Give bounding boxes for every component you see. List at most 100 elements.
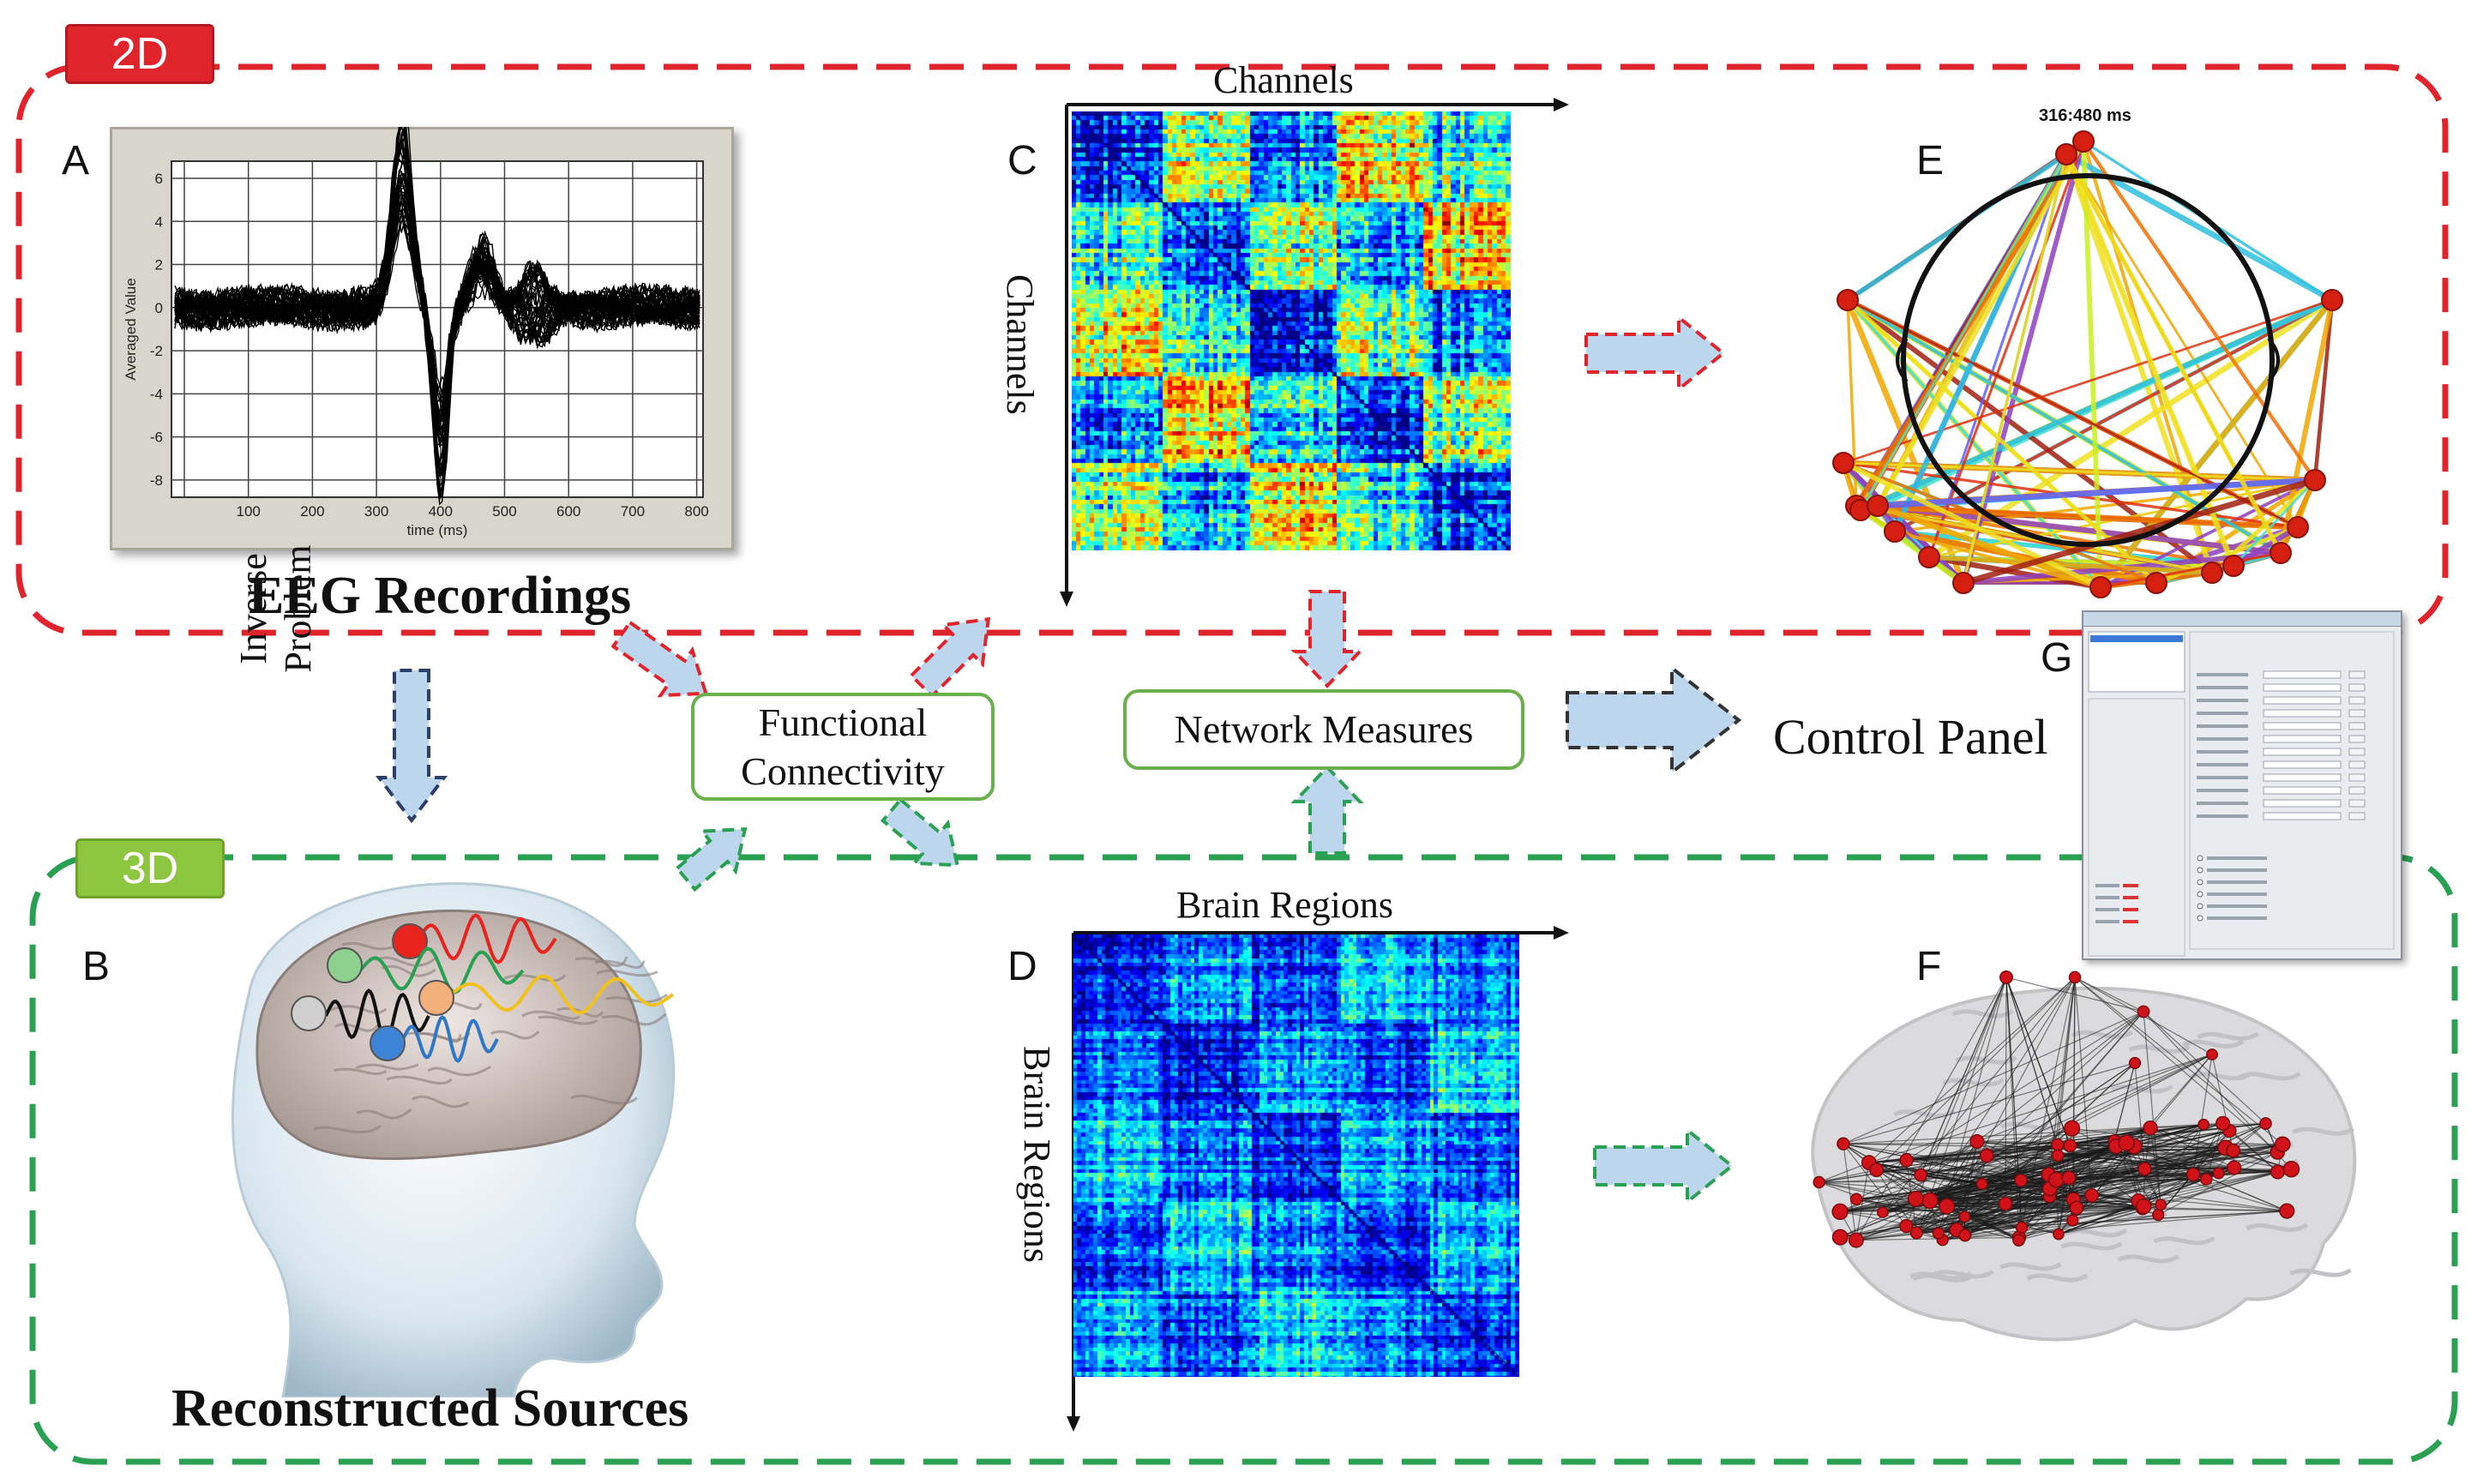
topo-edge [2065, 153, 2300, 528]
g-row-label [2197, 686, 2248, 689]
g-stat-label [2095, 896, 2119, 899]
panel-label-d: D [1007, 944, 1037, 989]
topo-time-label: 316:480 ms [2039, 106, 2131, 125]
g-row-slider [2263, 709, 2342, 718]
brain-3d-gyrus [1955, 1055, 2017, 1065]
g-row-label [2197, 750, 2248, 754]
brain-3d-gyrus [2239, 1072, 2301, 1081]
brain-3d-node [2137, 1162, 2152, 1176]
brain-3d-edge [1840, 1145, 2071, 1238]
brain-3d-edge [1819, 1162, 1870, 1183]
brain-3d-node [1979, 1148, 1994, 1163]
arrow-sources-to-fc [674, 827, 748, 892]
eeg-trace [174, 209, 700, 406]
topo-edge [1855, 503, 1965, 586]
brain-3d-edge [1906, 1151, 2278, 1161]
brain-3d-edge [1906, 1207, 2077, 1227]
brain-3d-edge [1843, 1062, 2136, 1145]
brain-fold [596, 969, 658, 977]
panel-label-c: C [1007, 138, 1037, 183]
topo-edge [1927, 153, 2068, 558]
sources-caption: Reconstructed Sources [171, 1379, 689, 1438]
brain-3d-edge [1906, 1144, 2283, 1227]
g-row-button [2348, 760, 2366, 769]
brain-3d-node [2118, 1134, 2135, 1151]
eeg-trace [174, 216, 700, 394]
g-row-button [2348, 735, 2366, 743]
brain-3d-node [2259, 1117, 2272, 1130]
g-row-button [2348, 722, 2366, 730]
brain-3d-edge [2056, 1151, 2278, 1181]
topo-edge [1876, 502, 2102, 591]
eeg-xtick: 100 [237, 503, 261, 520]
brain-3d-edge [1976, 1011, 2144, 1143]
brain-3d-edge [1927, 1062, 2136, 1203]
topo-edge [2064, 153, 2283, 555]
eeg-xtick: 300 [364, 503, 388, 520]
brain-3d-node [2282, 1160, 2300, 1178]
brain-3d-edge [2113, 1062, 2136, 1141]
g-stat-value [2123, 908, 2138, 911]
brain-3d-gyrus [1999, 1262, 2062, 1271]
brain-fold [414, 1032, 462, 1043]
brain-3d-node [1837, 1137, 1850, 1151]
brain-fold [376, 956, 437, 967]
arrow-matrix-c-to-topo-shape [1584, 314, 1727, 393]
source-signal-wave [358, 946, 525, 994]
brain-3d-edge [2157, 1151, 2278, 1216]
g-row-label [2197, 699, 2248, 702]
topo-edge [2063, 153, 2237, 568]
eeg-ytick: 4 [155, 213, 163, 230]
brain-3d-node [1914, 1168, 1928, 1182]
brain-fold [386, 1075, 453, 1085]
brain-3d-edge [1921, 1145, 2071, 1176]
g-stat-label [2095, 908, 2119, 911]
brain-3d-edge [1964, 1130, 2230, 1236]
brain-3d-edge [1855, 1163, 1870, 1241]
brain-3d-edge [2143, 1011, 2292, 1170]
topo-electrode-node [2287, 516, 2309, 538]
topo-electrode-node [2304, 469, 2326, 491]
brain-3d-node [2068, 970, 2082, 984]
brain-3d-edge [2005, 976, 2020, 1238]
arrow-inverse-problem [375, 669, 448, 824]
eeg-xlabel: time (ms) [407, 522, 468, 538]
nm-label: Network Measures [1174, 707, 1474, 752]
brain-3d-edge [2005, 976, 2007, 1205]
source-sphere [392, 923, 428, 959]
g-row-label [2197, 673, 2248, 676]
brain-3d-node [1831, 1229, 1849, 1246]
brain-3d-node [1907, 1190, 1924, 1207]
eeg-xtick: 500 [492, 503, 516, 520]
eeg-ylabel: Averaged Value [123, 278, 139, 380]
arrow-fc-to-matrix-c-shape [909, 616, 991, 699]
brain-fold [412, 1095, 470, 1108]
eeg-ytick: 2 [155, 257, 163, 273]
topo-edge [1928, 555, 2213, 575]
eeg-xtick: 700 [621, 503, 645, 520]
brain-3d-node [1998, 1196, 2013, 1211]
brain-3d-edge [1906, 1147, 2226, 1161]
brain-3d-node [2069, 1200, 2084, 1216]
g-row-button [2348, 670, 2366, 679]
brain-3d-edge [1843, 1122, 2223, 1145]
brain-3d-node [1909, 1226, 1923, 1240]
matrix-c-xlabel: Channels [1213, 59, 1354, 101]
eeg-xtick: 600 [556, 503, 580, 520]
topo-electrode-node [1867, 495, 1889, 517]
brain-3d-node [2155, 1199, 2167, 1211]
eeg-xtick: 200 [300, 503, 324, 520]
g-list-selected [2090, 635, 2183, 642]
brain-3d-edge [1921, 1124, 2204, 1176]
brain-3d-gyrus [2182, 1039, 2245, 1048]
topo-edge [1894, 298, 2333, 533]
topo-edge [1963, 477, 2316, 586]
brain-fold [356, 1108, 412, 1120]
brain-3d-node [2212, 1167, 2225, 1180]
brain-fold [313, 1124, 382, 1134]
brain-3d-edge [1927, 976, 2007, 1203]
head-illustration [231, 882, 676, 1397]
panel-label-e: E [1916, 138, 1945, 183]
topo-electrode-node [2321, 289, 2343, 311]
